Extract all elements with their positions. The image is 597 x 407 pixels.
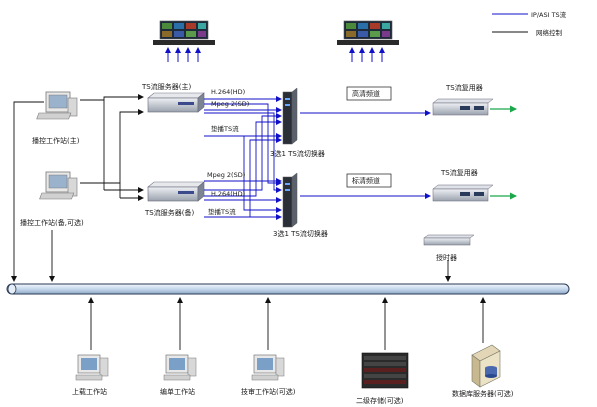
server-backup-label: TS流服务器(备) <box>144 208 194 217</box>
workstation-icon <box>163 354 197 381</box>
stream-mpeg2-sd-top: Mpeg 2(SD) <box>211 100 249 108</box>
monitor-wall-icon <box>153 20 215 62</box>
network-bus <box>6 283 570 295</box>
switcher-bottom-label: 3选1 TS流切换器 <box>273 229 328 238</box>
server-main-label: TS流服务器(主) <box>141 82 191 91</box>
sd-channel-box <box>346 173 392 188</box>
database-label: 数据库服务器(可选) <box>452 389 514 398</box>
stream-mpeg2-sd-bottom: Mpeg 2(SD) <box>207 171 245 179</box>
stream-filler-top: 垫播TS流 <box>211 124 239 133</box>
workstation-main-label: 播控工作站(主) <box>32 136 80 145</box>
workstation-icon <box>36 91 78 120</box>
stream-h264-hd-top: H.264(HD) <box>211 88 245 96</box>
ts-links-top <box>204 96 282 218</box>
upload-workstation-label: 上载工作站 <box>72 387 107 396</box>
storage-label: 二级存储(可选) <box>356 396 404 405</box>
workstation-icon <box>75 354 109 381</box>
bottom-links <box>88 297 486 350</box>
stream-filler-bottom: 垫播TS流 <box>208 207 236 216</box>
workstation-icon <box>39 171 78 200</box>
muxer-icon <box>432 184 494 202</box>
review-workstation-label: 技审工作站(可选) <box>241 387 296 396</box>
control-links <box>11 94 451 282</box>
storage-rack-icon <box>361 352 409 389</box>
muxer-bottom-label: TS流复用器 <box>440 168 478 177</box>
switcher-icon <box>282 87 298 145</box>
database-server-icon <box>471 344 501 388</box>
switcher-top-label: 3选1 TS流切换器 <box>270 149 325 158</box>
hd-channel-label: 高清频道 <box>352 89 380 98</box>
workstation-icon <box>251 354 285 381</box>
legend: IP/ASI TS流 网络控制 <box>492 10 567 37</box>
legend-ts-label: IP/ASI TS流 <box>531 10 567 19</box>
legend-ctrl-label: 网络控制 <box>536 28 563 37</box>
muxer-top-label: TS流复用器 <box>445 83 483 92</box>
hd-channel-box <box>346 86 392 101</box>
sd-channel-label: 标清频道 <box>352 176 380 185</box>
edit-workstation-label: 编单工作站 <box>160 387 195 396</box>
ts-links-bottom <box>204 178 282 220</box>
stream-h264-hd-bottom: H.264(HD) <box>211 190 245 198</box>
server-icon <box>147 92 205 113</box>
switcher-icon <box>282 172 298 228</box>
workstation-backup-label: 播控工作站(备,可选) <box>20 218 84 227</box>
server-icon <box>147 181 205 202</box>
timer-icon <box>423 234 475 246</box>
muxer-icon <box>432 98 494 116</box>
timer-label: 授时器 <box>436 253 457 262</box>
monitor-wall-icon <box>337 20 399 62</box>
